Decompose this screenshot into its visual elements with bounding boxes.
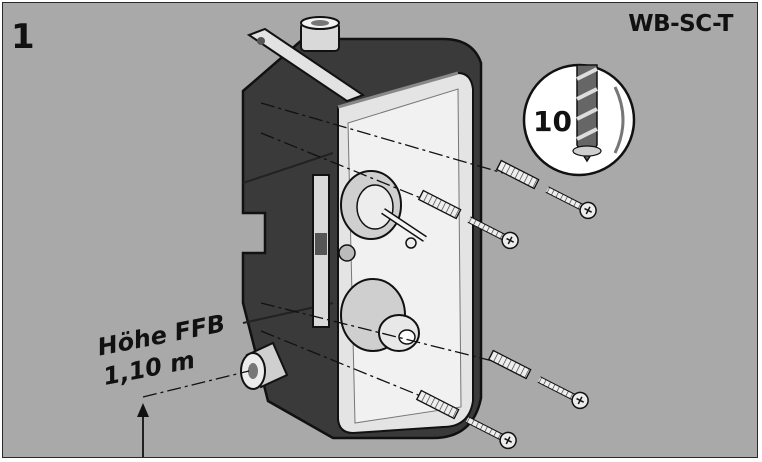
- lower-valve-cartridge: [338, 244, 420, 352]
- drill-size-label: 10: [533, 105, 572, 138]
- illustration-panel: 1 WB-SC-T 10 Höhe FFB 1,10 m: [2, 2, 758, 458]
- model-code: WB-SC-T: [628, 11, 733, 37]
- level-rail: [312, 174, 330, 328]
- alignment-lines: [142, 102, 504, 402]
- mounting-bracket: [246, 27, 366, 103]
- mounting-illustration: [137, 16, 636, 457]
- upper-valve-cartridge: [340, 170, 427, 249]
- side-pipe-connector: [240, 341, 289, 390]
- top-pipe-connector: [300, 16, 340, 52]
- dowel-and-screw-set: [415, 159, 597, 450]
- height-reference-arrow: [137, 403, 149, 457]
- drill-bit-badge: [522, 63, 636, 177]
- step-number: 1: [11, 17, 35, 57]
